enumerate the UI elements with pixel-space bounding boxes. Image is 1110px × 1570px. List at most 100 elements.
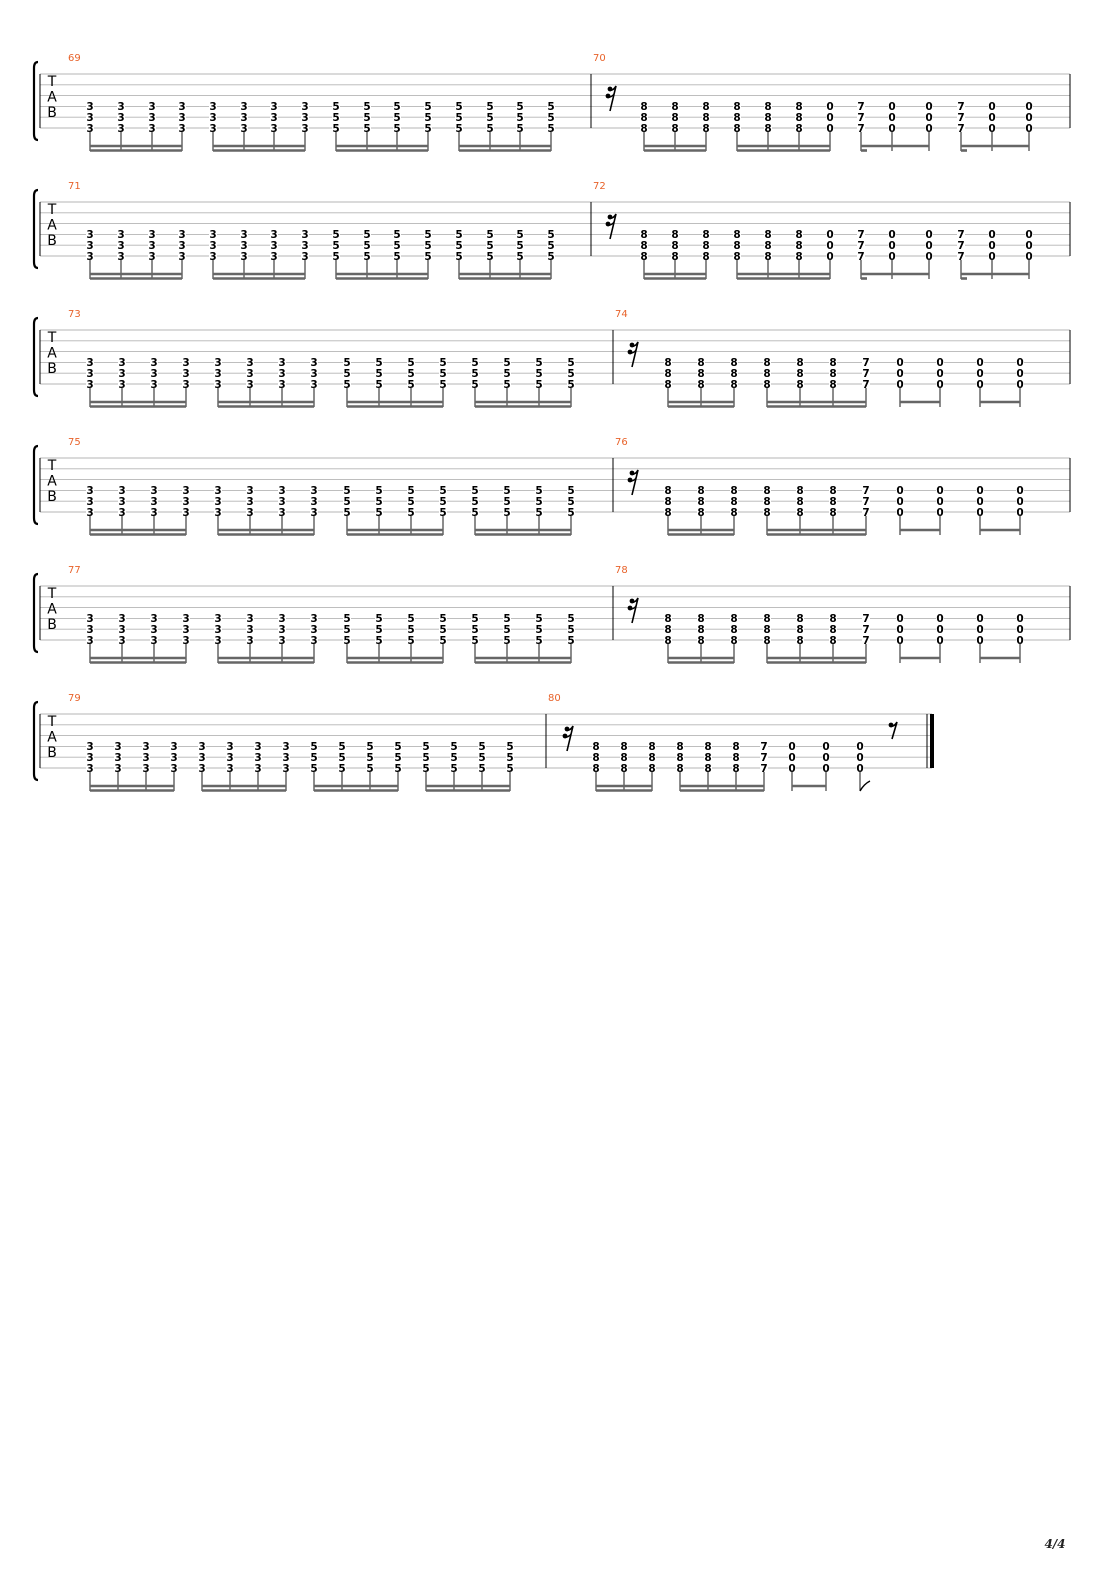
fret-number: 5 (343, 507, 350, 519)
power-chord: 333 (310, 485, 318, 519)
power-chord: 333 (254, 741, 262, 775)
fret-number: 8 (764, 101, 771, 113)
fret-number: 5 (439, 379, 446, 391)
fret-number: 8 (730, 485, 737, 497)
fret-number: 8 (730, 357, 737, 369)
fret-number: 0 (888, 123, 895, 135)
power-chord: 333 (214, 485, 222, 519)
system-2: TAB7133333333333333333333333355555555555… (32, 181, 1071, 280)
fret-number: 3 (182, 507, 189, 519)
fret-number: 3 (240, 251, 247, 263)
power-chord: 333 (246, 485, 254, 519)
fret-number: 5 (366, 752, 373, 764)
power-chord: 555 (343, 485, 351, 519)
fret-number: 5 (375, 507, 382, 519)
fret-number: 3 (86, 251, 93, 263)
chord: 000 (896, 485, 904, 519)
power-chord: 333 (178, 101, 186, 135)
fret-number: 5 (407, 635, 414, 647)
power-chord: 333 (278, 485, 286, 519)
power-chord: 555 (478, 741, 486, 775)
fret-number: 5 (363, 101, 370, 113)
fret-number: 0 (888, 229, 895, 241)
fret-number: 0 (936, 635, 943, 647)
power-chord: 555 (332, 229, 340, 263)
fret-number: 3 (310, 368, 317, 380)
chord: 000 (1025, 229, 1033, 263)
fret-number: 3 (86, 613, 93, 625)
fret-number: 5 (567, 635, 574, 647)
sixteenth-rest (605, 85, 617, 112)
fret-number: 5 (375, 496, 382, 508)
chord: 000 (936, 485, 944, 519)
fret-number: 3 (182, 379, 189, 391)
chord: 888 (796, 613, 804, 647)
system-bracket (32, 188, 39, 270)
fret-number: 3 (118, 357, 125, 369)
fret-number: 0 (976, 485, 983, 497)
fret-number: 0 (976, 635, 983, 647)
fret-number: 5 (450, 752, 457, 764)
fret-number: 0 (1016, 613, 1023, 625)
chord: 777 (862, 613, 870, 647)
fret-number: 8 (796, 507, 803, 519)
chord: 888 (730, 613, 738, 647)
fret-number: 3 (86, 123, 93, 135)
fret-number: 0 (788, 752, 795, 764)
fret-number: 5 (424, 101, 431, 113)
power-chord: 555 (363, 101, 371, 135)
fret-number: 0 (896, 635, 903, 647)
fret-number: 5 (567, 496, 574, 508)
chord: 000 (888, 101, 896, 135)
power-chord: 333 (301, 101, 309, 135)
fret-number: 8 (640, 123, 647, 135)
fret-number: 8 (764, 251, 771, 263)
fret-number: 3 (301, 101, 308, 113)
fret-number: 3 (214, 496, 221, 508)
fret-number: 8 (671, 229, 678, 241)
fret-number: 5 (506, 763, 513, 775)
fret-number: 8 (697, 507, 704, 519)
fret-number: 5 (486, 240, 493, 252)
chord: 000 (896, 357, 904, 391)
fret-number: 3 (117, 123, 124, 135)
fret-number: 3 (118, 496, 125, 508)
chord: 777 (857, 101, 865, 135)
fret-number: 0 (976, 379, 983, 391)
fret-number: 5 (471, 485, 478, 497)
chord: 000 (1016, 613, 1024, 647)
fret-number: 5 (486, 251, 493, 263)
fret-number: 8 (697, 357, 704, 369)
chord: 888 (697, 357, 705, 391)
fret-number: 0 (1016, 496, 1023, 508)
fret-number: 5 (535, 635, 542, 647)
measure-number: 76 (615, 437, 628, 448)
fret-number: 5 (439, 613, 446, 625)
chord: 000 (1025, 101, 1033, 135)
fret-number: 5 (393, 251, 400, 263)
fret-number: 5 (503, 357, 510, 369)
power-chord: 555 (450, 741, 458, 775)
fret-number: 7 (862, 624, 869, 636)
fret-number: 3 (178, 112, 185, 124)
system-bracket (32, 700, 39, 782)
fret-number: 3 (214, 613, 221, 625)
fret-number: 3 (86, 368, 93, 380)
fret-number: 5 (310, 763, 317, 775)
fret-number: 8 (829, 507, 836, 519)
fret-number: 5 (422, 763, 429, 775)
fret-number: 3 (278, 485, 285, 497)
fret-number: 0 (856, 763, 863, 775)
fret-number: 0 (896, 613, 903, 625)
power-chord: 333 (86, 357, 94, 391)
power-chord: 555 (393, 229, 401, 263)
chord: 888 (829, 613, 837, 647)
fret-number: 5 (471, 368, 478, 380)
chord: 000 (1016, 357, 1024, 391)
fret-number: 0 (1016, 485, 1023, 497)
fret-number: 3 (240, 123, 247, 135)
fret-number: 3 (226, 741, 233, 753)
fret-number: 8 (732, 763, 739, 775)
fret-number: 3 (226, 752, 233, 764)
chord: 888 (702, 101, 710, 135)
